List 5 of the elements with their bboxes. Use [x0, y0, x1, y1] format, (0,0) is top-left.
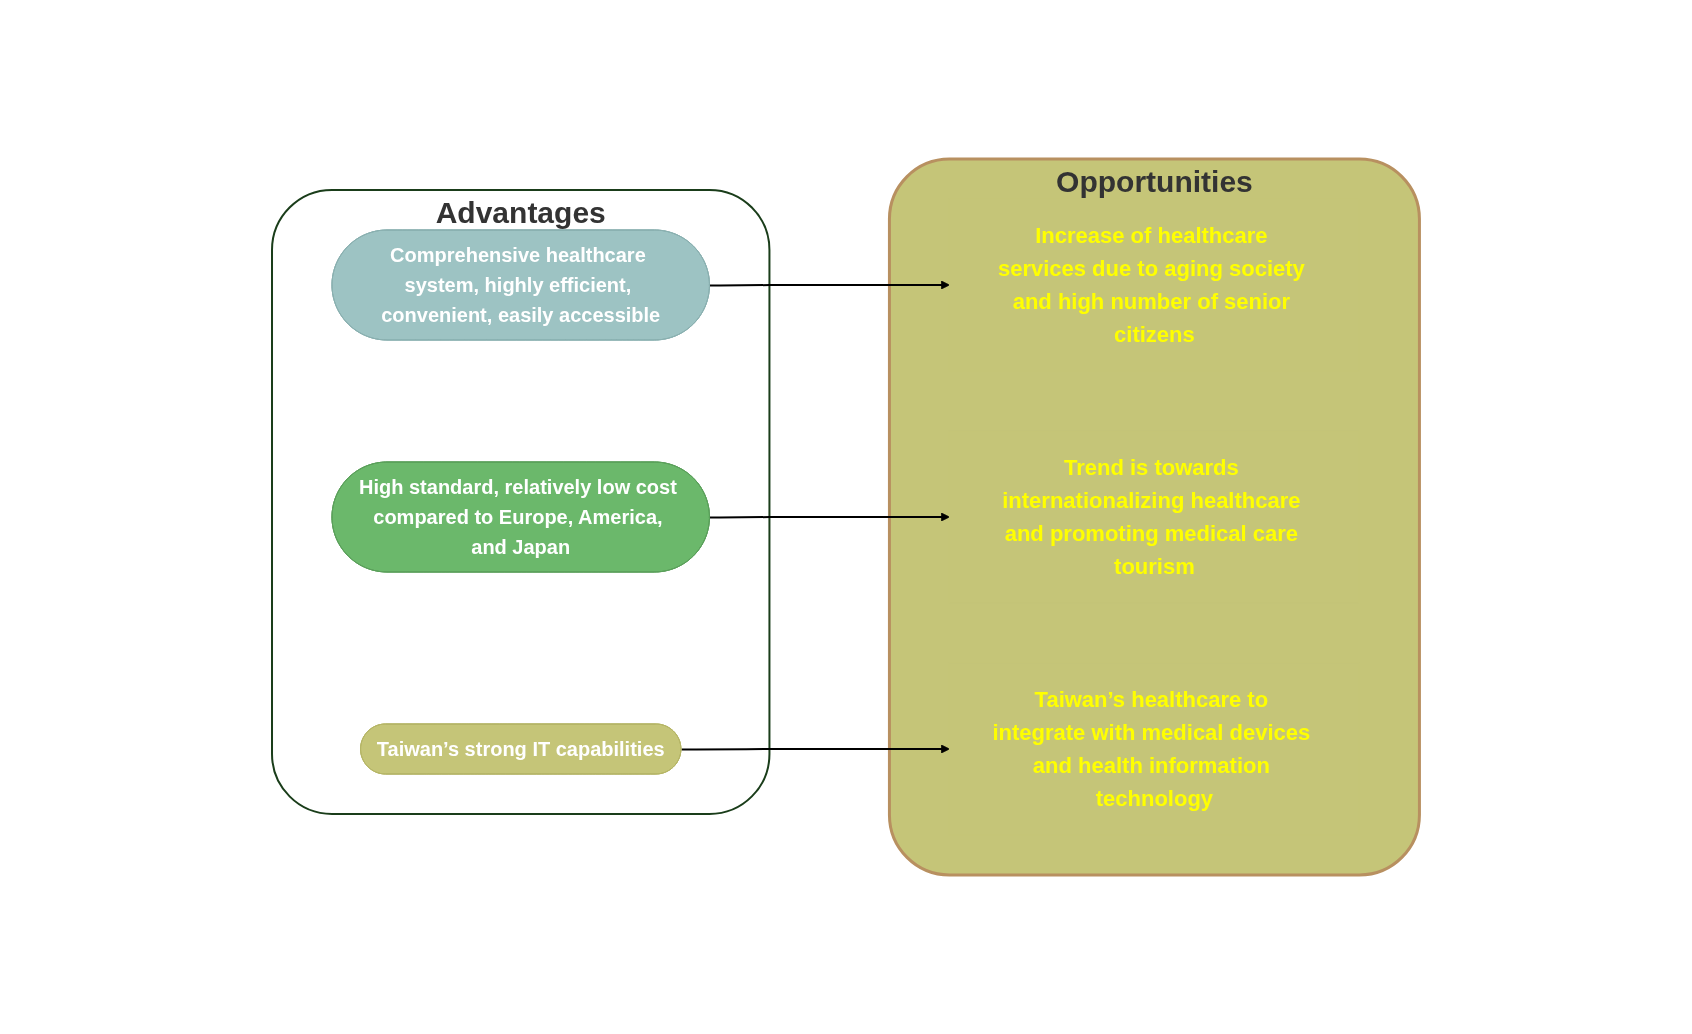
node-text: Trend is towards internationalizing healthcare and promoting medical care tourism [1002, 454, 1301, 579]
arrow [709, 512, 951, 522]
arrow [709, 280, 951, 290]
node-text: Taiwan’s healthcare to integrate with medical devices and health information technology [992, 686, 1311, 811]
node-text: Increase of healthcare services due to aging society and high number of senior citizens [998, 223, 1306, 347]
